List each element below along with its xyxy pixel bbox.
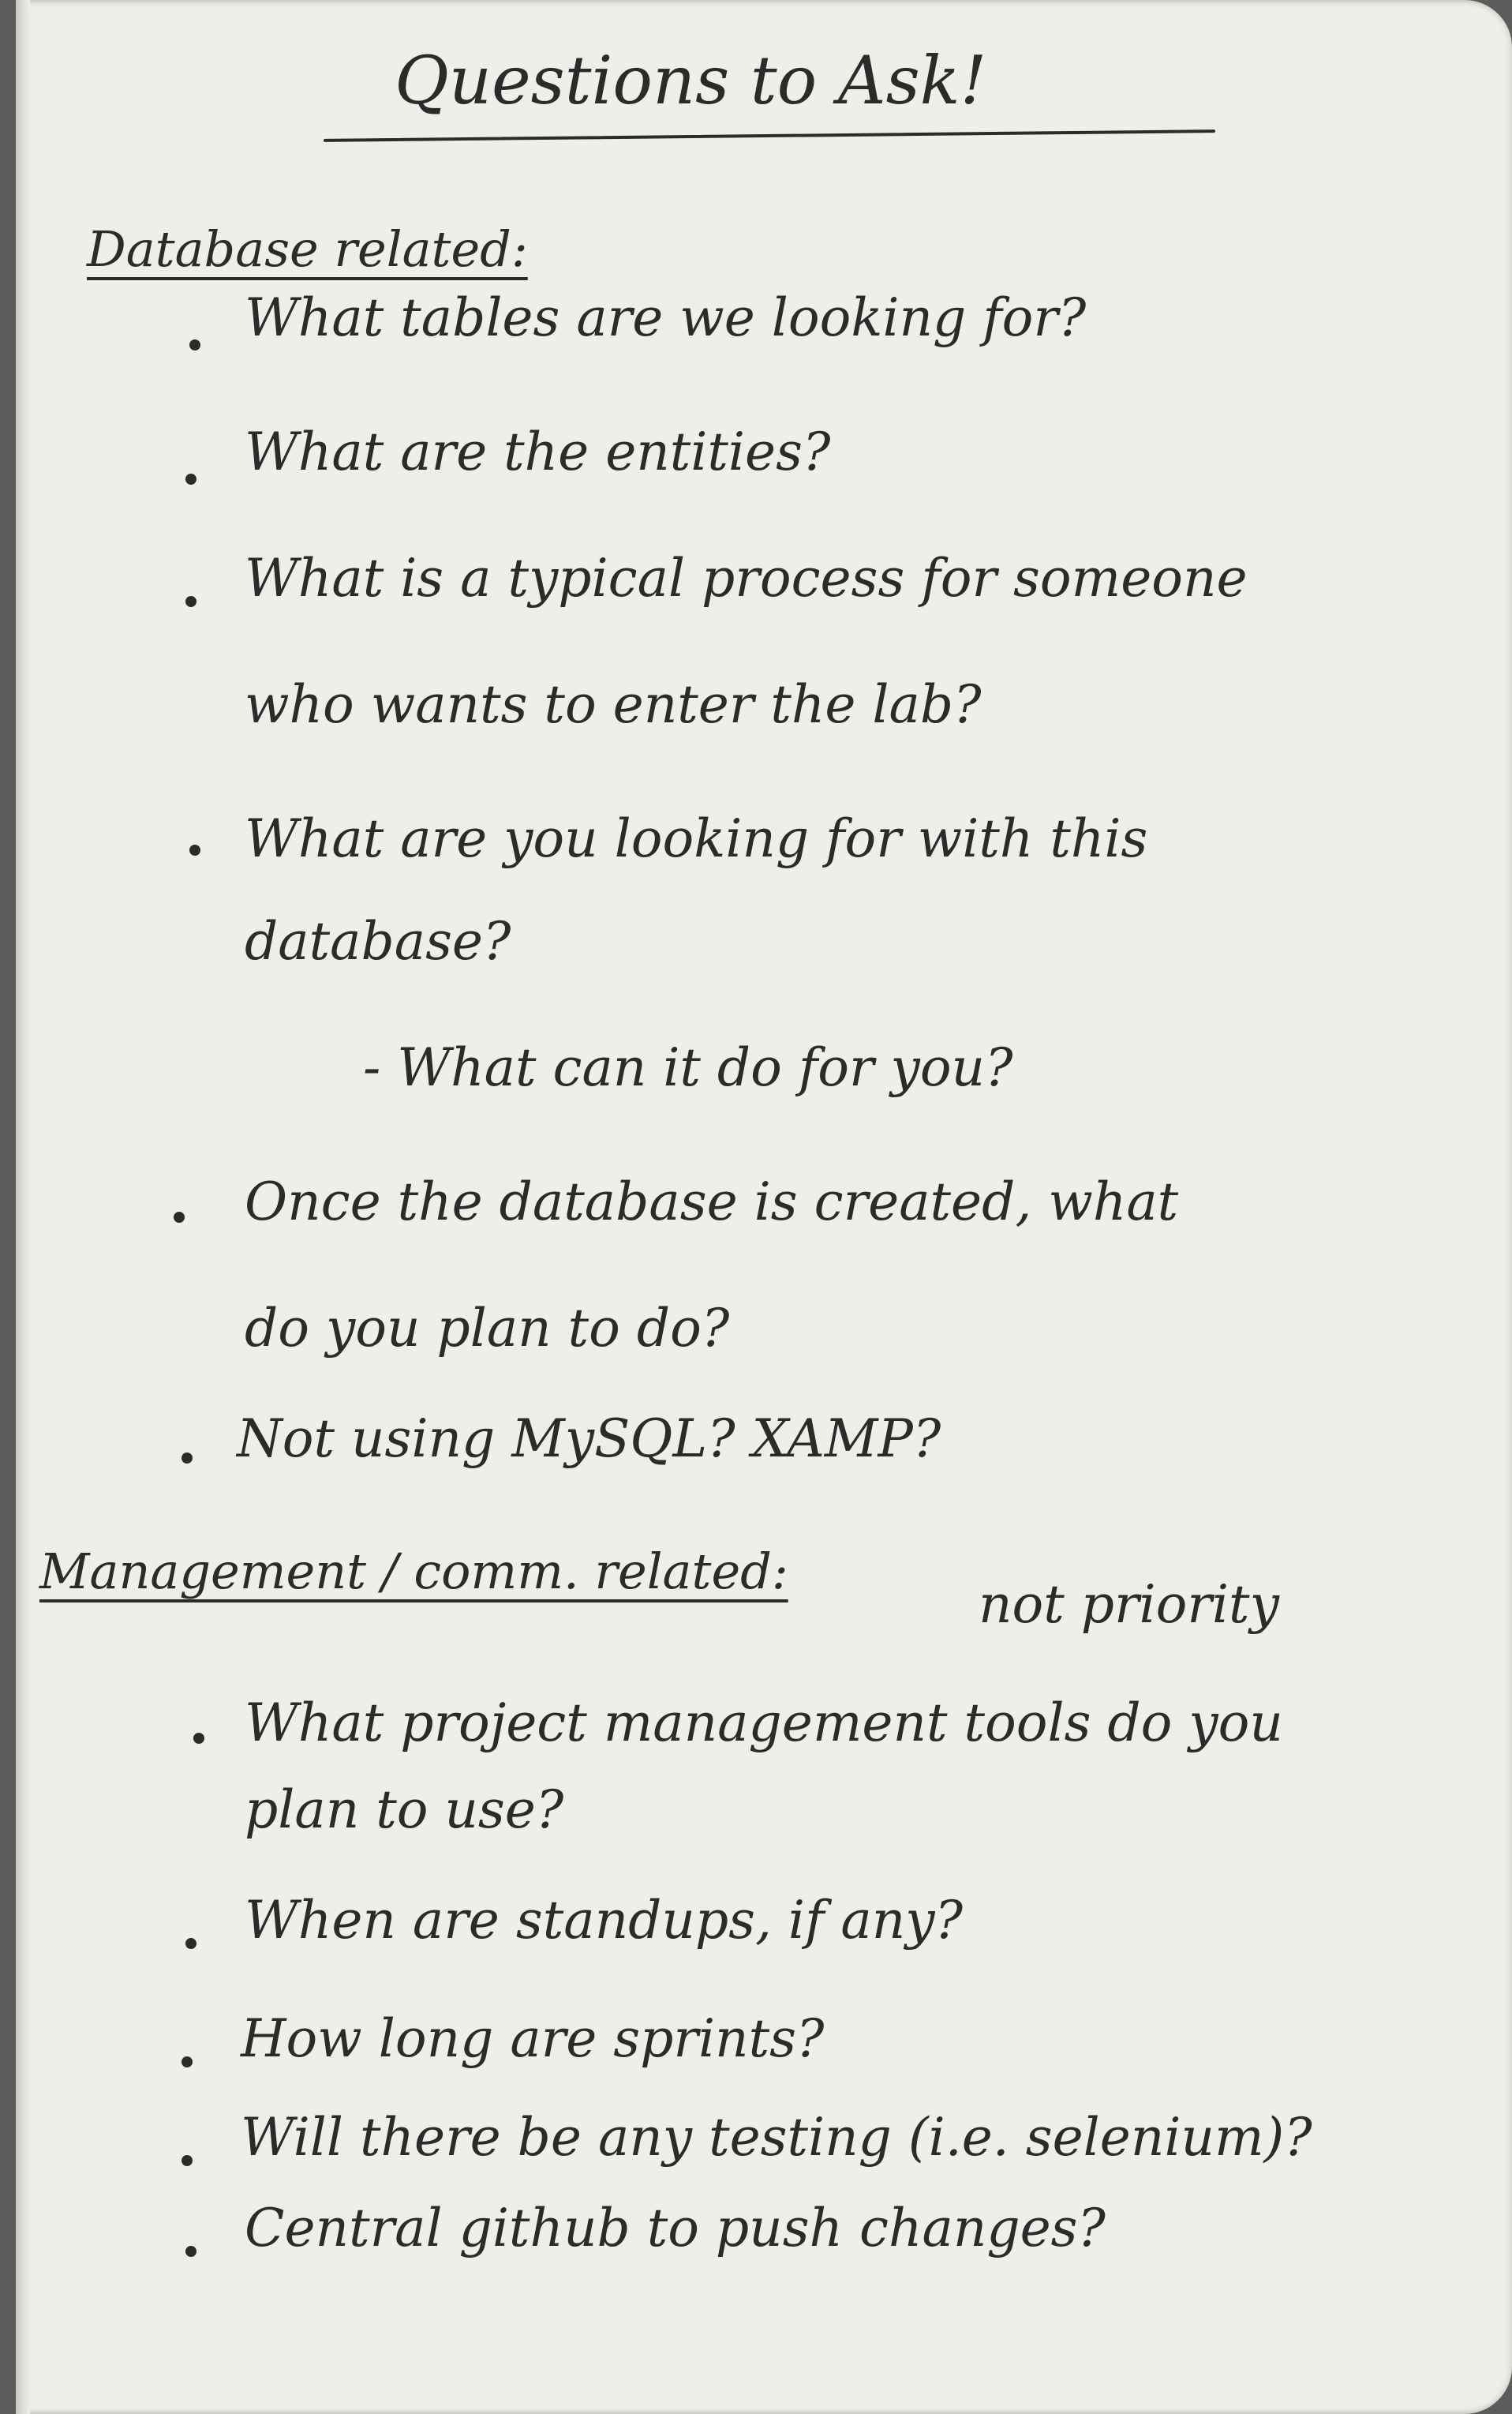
list-item: Central github to push changes? <box>245 2198 1106 2258</box>
page-title: Questions to Ask! <box>395 42 987 119</box>
list-item: What are the entities? <box>245 422 831 482</box>
notebook-page: Questions to Ask! Database related: What… <box>16 0 1512 2414</box>
bullet <box>185 2246 196 2257</box>
list-item: What are you looking for with this <box>245 808 1148 869</box>
bullet <box>185 1938 196 1949</box>
bullet <box>185 474 196 485</box>
list-item: Not using MySQL? XAMP? <box>237 1408 941 1469</box>
sub-item: - What can it do for you? <box>363 1037 1013 1098</box>
list-item-continuation: do you plan to do? <box>245 1298 730 1359</box>
bullet <box>182 1453 193 1464</box>
bullet <box>174 1212 185 1223</box>
list-item-continuation: plan to use? <box>245 1779 564 1840</box>
bullet <box>185 596 196 607</box>
list-item: What is a typical process for someone <box>245 548 1248 609</box>
section-heading-management: Management / comm. related: <box>39 1542 788 1600</box>
bullet <box>189 845 200 856</box>
section-note: not priority <box>979 1574 1279 1635</box>
list-item: Once the database is created, what <box>245 1171 1179 1232</box>
list-item-continuation: database? <box>245 911 511 972</box>
bullet <box>189 339 200 350</box>
bullet <box>182 2155 193 2166</box>
list-item: What project management tools do you <box>245 1692 1283 1753</box>
bullet <box>182 2056 193 2067</box>
list-item: What tables are we looking for? <box>245 287 1087 348</box>
list-item-continuation: who wants to enter the lab? <box>245 674 982 735</box>
list-item: When are standups, if any? <box>245 1890 963 1951</box>
title-underline <box>324 129 1215 142</box>
list-item: Will there be any testing (i.e. selenium… <box>241 2107 1312 2168</box>
bullet <box>193 1733 204 1744</box>
list-item: How long are sprints? <box>241 2008 825 2069</box>
section-heading-database: Database related: <box>87 220 528 278</box>
